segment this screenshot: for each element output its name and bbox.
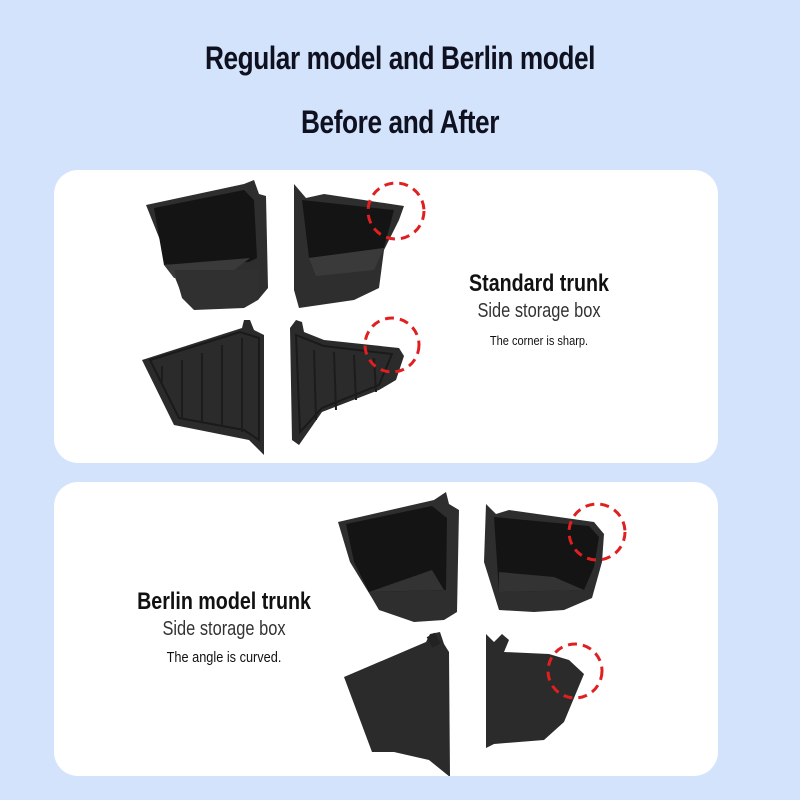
panel-note: The angle is curved.	[166, 649, 282, 666]
berlin-trunk-caption: Berlin model trunk Side storage box The …	[104, 588, 344, 666]
curved-corner-highlight-icon	[546, 642, 604, 700]
panel-heading: Standard trunk	[469, 270, 609, 297]
standard-trunk-panel: Standard trunk Side storage box The corn…	[54, 170, 718, 463]
standard-trunk-caption: Standard trunk Side storage box The corn…	[434, 270, 644, 348]
page-subtitle: Before and After	[300, 104, 500, 140]
curved-corner-highlight-icon	[567, 502, 627, 562]
panel-heading: Berlin model trunk	[137, 588, 311, 615]
sharp-corner-highlight-icon	[363, 316, 421, 374]
page-title: Regular model and Berlin model	[204, 40, 596, 76]
standard-storage-box-image	[142, 180, 426, 455]
panel-note: The corner is sharp.	[489, 333, 589, 348]
sharp-corner-highlight-icon	[366, 181, 426, 241]
panel-subheading: Side storage box	[477, 300, 601, 322]
berlin-trunk-panel: Berlin model trunk Side storage box The …	[54, 482, 718, 776]
berlin-storage-box-image	[338, 492, 627, 776]
panel-subheading: Side storage box	[162, 618, 286, 640]
